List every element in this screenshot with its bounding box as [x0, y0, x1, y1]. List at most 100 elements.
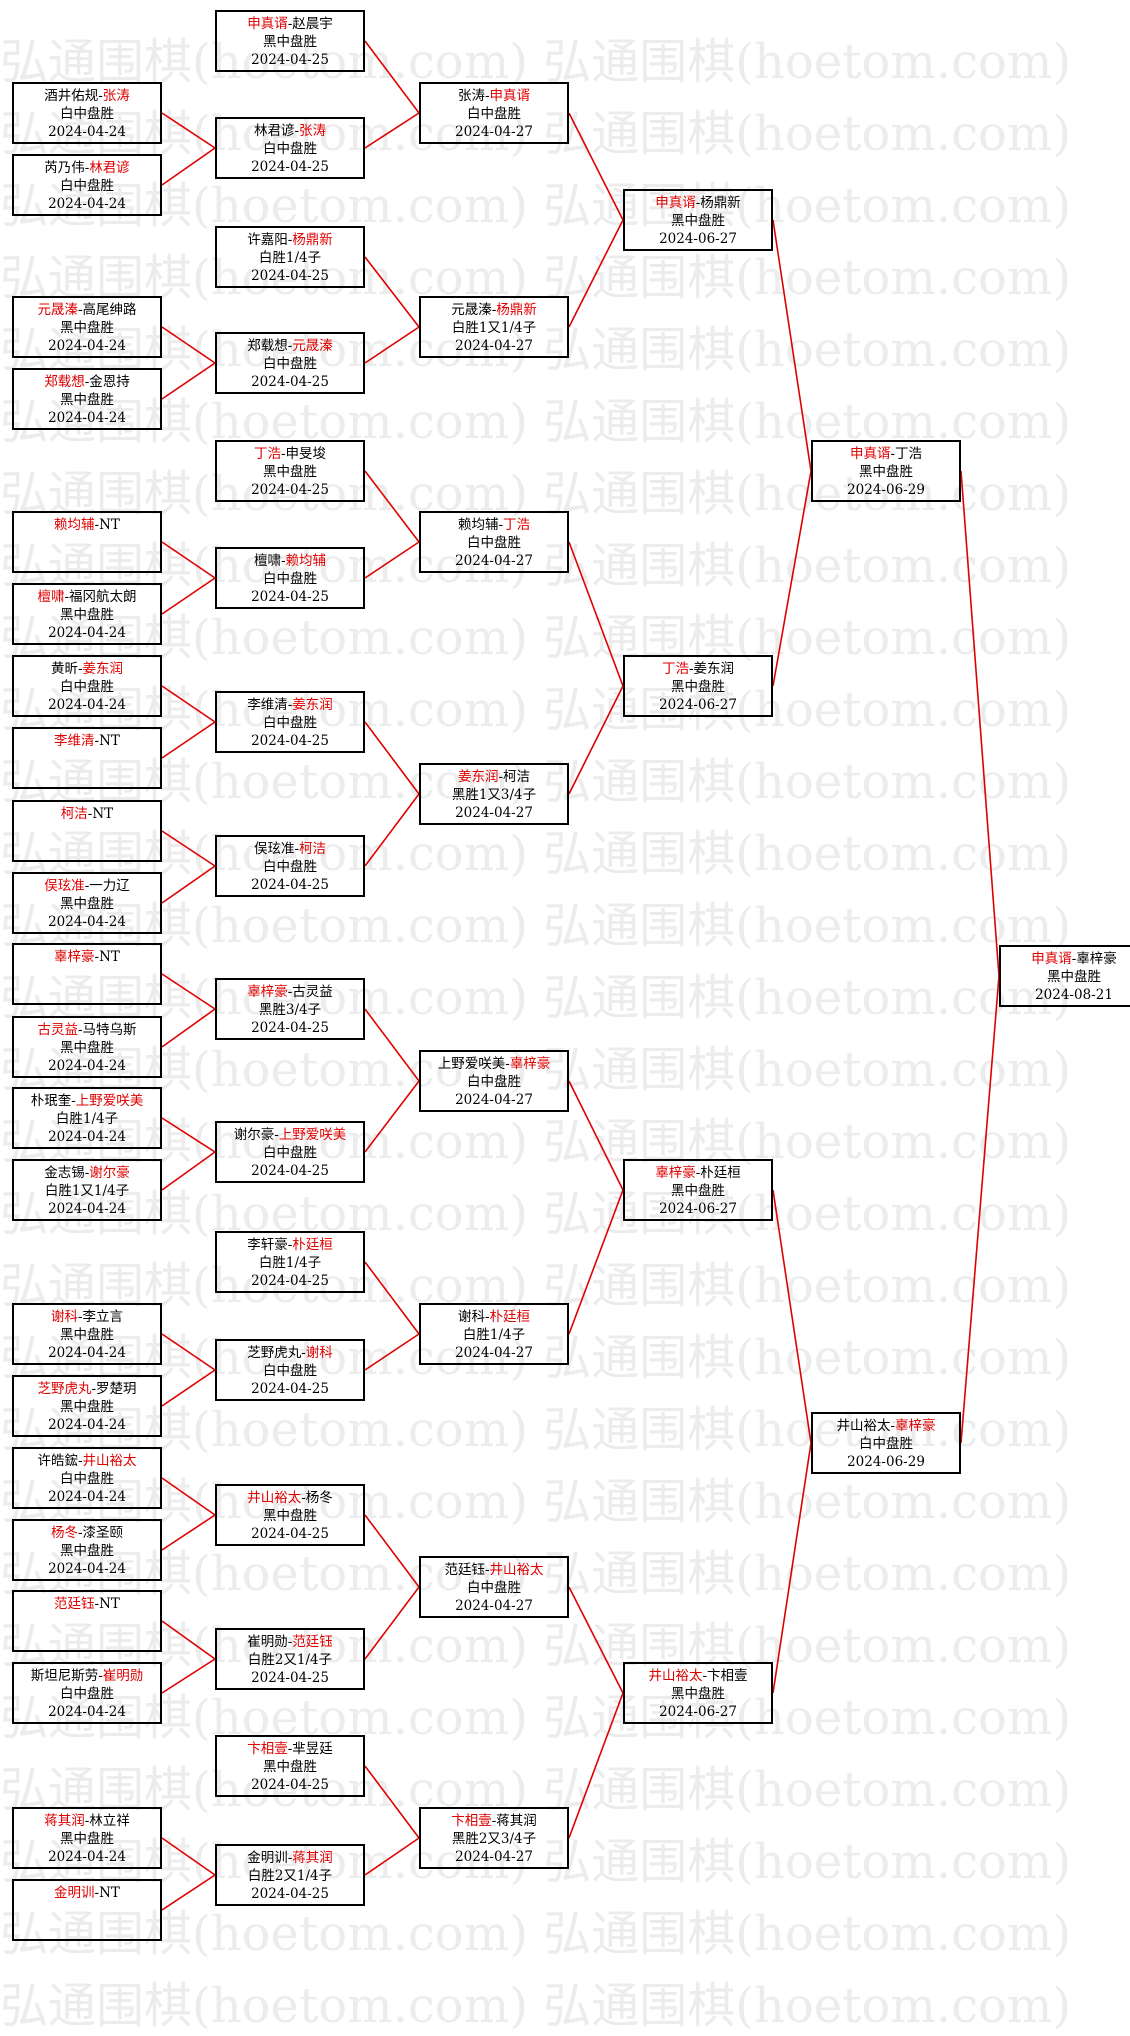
match-players: 许嘉阳-杨鼎新 [217, 231, 363, 249]
player-black: 辜梓豪 [247, 984, 288, 1000]
match-box[interactable]: 金明训-NT [12, 1879, 162, 1941]
player-white: 蒋其润 [292, 1850, 333, 1866]
match-players: 金明训-NT [14, 1884, 160, 1902]
match-players: 谢科-朴廷桓 [421, 1308, 567, 1326]
match-date: 2024-04-24 [48, 1201, 126, 1217]
bracket-connector [161, 147, 216, 186]
player-separator: - [890, 446, 896, 462]
player-white: 一力辽 [89, 878, 130, 894]
match-result: 白中盘胜 [467, 1074, 521, 1090]
player-black: 檀啸 [253, 553, 281, 569]
match-date: 2024-04-24 [48, 1345, 126, 1361]
match-date: 2024-06-27 [659, 1704, 737, 1720]
match-result: 黑中盘胜 [263, 34, 317, 50]
bracket-connector [364, 1837, 420, 1876]
player-black: 杨冬 [50, 1525, 78, 1541]
match-date: 2024-04-24 [48, 1417, 126, 1433]
bracket-connector [364, 1514, 420, 1588]
match-box[interactable]: 赖均辅-NT [12, 511, 162, 573]
player-black: 姜东润 [457, 769, 499, 785]
player-white: 古灵益 [292, 984, 333, 1000]
match-box[interactable]: 柯洁-NT [12, 800, 162, 862]
player-black: 俣玹准 [44, 878, 85, 894]
bracket-connector [364, 470, 420, 543]
match-players: 申真谞-丁浩 [813, 445, 959, 463]
player-separator: - [491, 302, 497, 318]
player-white: 范廷钰 [292, 1634, 333, 1650]
player-separator: - [94, 733, 100, 749]
player-white: 谢科 [305, 1345, 333, 1361]
match-players: 金志锡-谢尔豪 [14, 1164, 160, 1182]
match-date: 2024-06-27 [659, 231, 737, 247]
player-separator: - [84, 374, 90, 390]
player-separator: - [491, 1813, 497, 1829]
match-result: 黑中盘胜 [60, 1399, 114, 1415]
player-black: 申真谞 [1031, 951, 1072, 967]
match-result: 白胜2又1/4子 [247, 1868, 333, 1884]
match-players: 辜梓豪-NT [14, 948, 160, 966]
match-players: 张涛-申真谞 [421, 87, 567, 105]
player-black: 芝野虎丸 [37, 1381, 92, 1397]
match-box[interactable]: 范廷钰-NT [12, 1590, 162, 1652]
match-date: 2024-04-25 [251, 268, 329, 284]
bracket-connector [161, 685, 216, 723]
player-separator: - [94, 1596, 100, 1612]
match-result: 白胜1又1/4子 [451, 320, 537, 336]
player-black: 李维清 [54, 733, 95, 749]
match-box[interactable]: 李维清-NT [12, 727, 162, 789]
match-date: 2024-04-24 [48, 1129, 126, 1145]
match-players: 李维清-姜东润 [217, 696, 363, 714]
bracket-connector [364, 721, 420, 795]
match-date: 2024-04-27 [455, 1345, 533, 1361]
match-box[interactable]: 辜梓豪-NT [12, 943, 162, 1005]
player-white: 申旻埈 [285, 446, 327, 462]
